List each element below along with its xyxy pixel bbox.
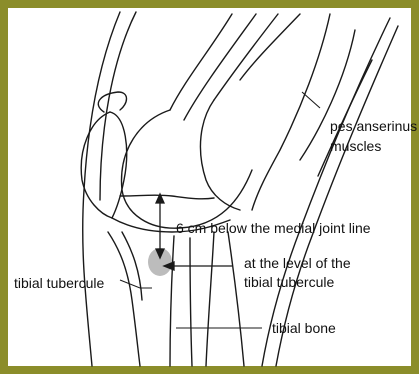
tibia-shaft-3 bbox=[206, 232, 214, 366]
pes-anserinus-label-2: muscles bbox=[330, 138, 381, 154]
leader-lines bbox=[120, 92, 320, 328]
pes-anserinus-leader bbox=[302, 92, 320, 108]
level-label-2: tibial tubercule bbox=[244, 274, 334, 290]
tibial-plateau bbox=[120, 195, 214, 199]
patella-top bbox=[98, 92, 126, 112]
femur-line-2 bbox=[184, 14, 256, 120]
femur-line-1 bbox=[170, 14, 232, 110]
distance-label: 6 cm below the medial joint line bbox=[176, 220, 371, 236]
condyle-inner bbox=[200, 100, 240, 210]
tibial-tubercule-label: tibial tubercule bbox=[14, 275, 104, 291]
tibia-anterior bbox=[108, 232, 140, 366]
tibial-tubercule-leader bbox=[120, 280, 152, 288]
patella-inner bbox=[110, 112, 127, 218]
tibia-posterior bbox=[228, 232, 244, 366]
level-label-1: at the level of the bbox=[244, 255, 351, 271]
posterior-muscle-line bbox=[100, 12, 136, 200]
tibial-bone-label: tibial bone bbox=[272, 320, 336, 336]
pes-anserinus-label-1: pes anserinus bbox=[330, 118, 417, 134]
posterior-skin-line bbox=[83, 12, 120, 366]
femoral-condyle bbox=[122, 110, 252, 228]
tibia-shaft-2 bbox=[190, 238, 192, 366]
knee-outline bbox=[81, 12, 398, 366]
pes-anserinus-line-1 bbox=[262, 18, 390, 366]
pes-anserinus-line-2 bbox=[276, 26, 398, 366]
